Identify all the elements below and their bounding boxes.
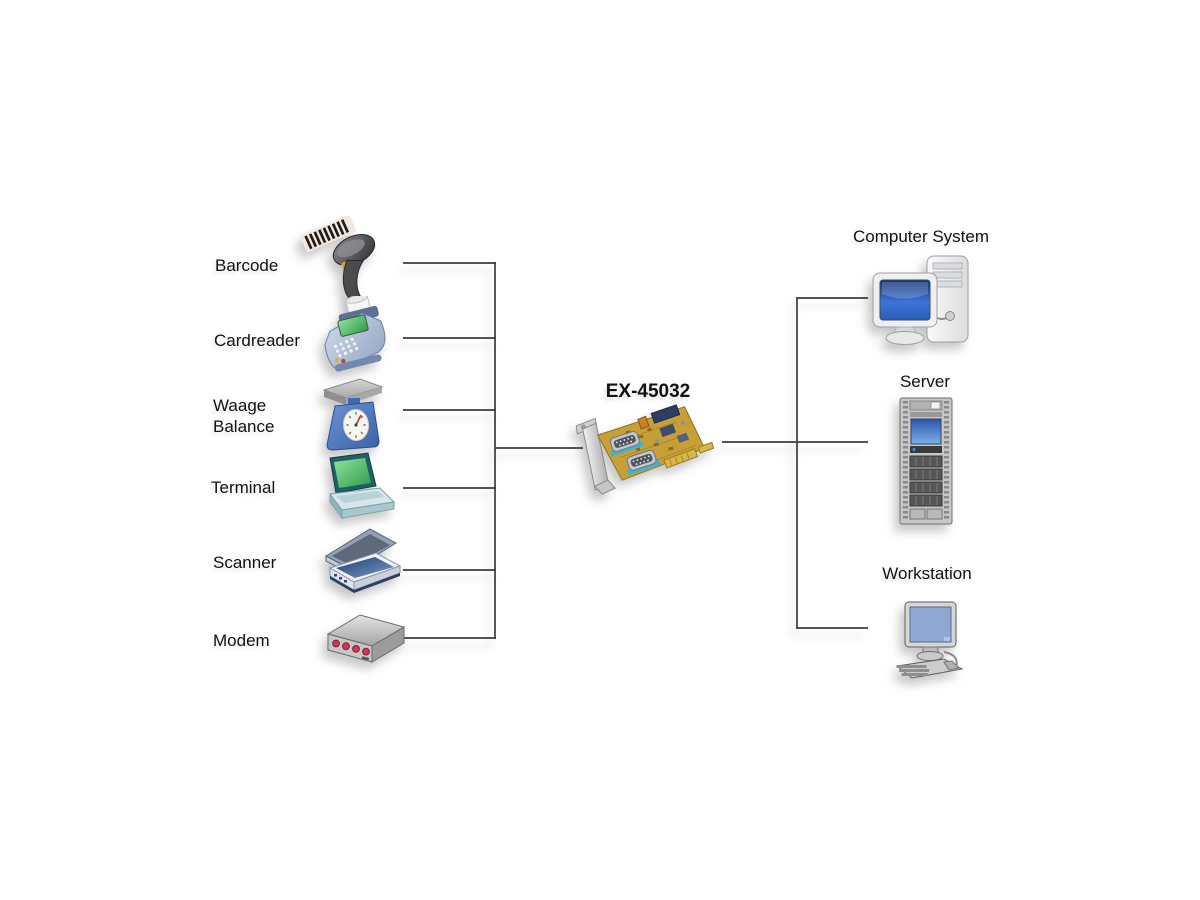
card-label: EX-45032 <box>605 381 691 402</box>
device-label-scanner: Scanner <box>213 553 277 572</box>
barcode-scanner-icon <box>300 216 376 304</box>
scale-icon <box>322 378 384 451</box>
device-label-modem: Modem <box>213 631 270 650</box>
device-label-cardreader: Cardreader <box>214 331 300 350</box>
device-label-barcode: Barcode <box>215 256 279 275</box>
modem-icon <box>326 614 406 663</box>
server-rack-icon <box>899 397 953 525</box>
device-label-computer-system: Computer System <box>852 227 990 246</box>
device-label-workstation: Workstation <box>882 564 972 583</box>
terminal-laptop-icon <box>329 452 396 520</box>
workstation-icon <box>895 601 964 679</box>
flatbed-scanner-icon <box>324 528 402 593</box>
serial-pci-card-icon <box>575 404 715 495</box>
device-label-terminal: Terminal <box>211 478 276 497</box>
desktop-computer-icon <box>872 255 969 345</box>
device-label-server: Server <box>899 372 951 391</box>
cardreader-icon <box>324 296 386 372</box>
device-label-scale: Waage Balance <box>213 396 275 436</box>
